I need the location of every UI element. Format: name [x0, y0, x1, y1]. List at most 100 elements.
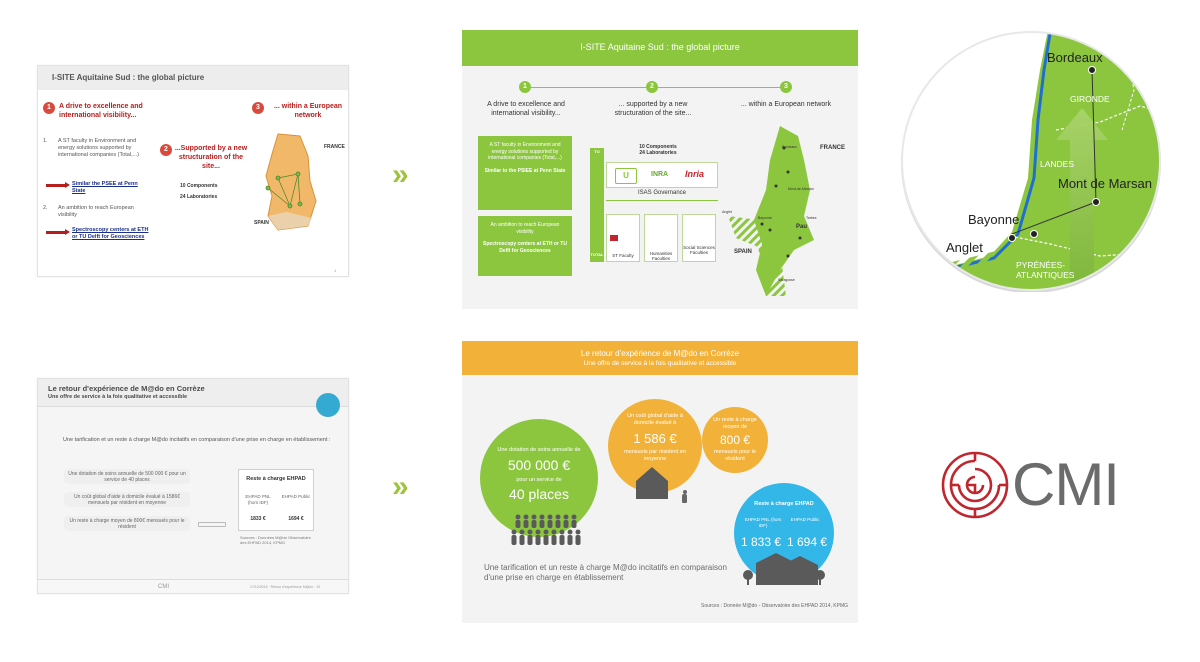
city-label-montdemarsan: Mont-de-Marsan: [788, 187, 814, 191]
endowment-bubble: Une dotation de soins annuelle de 500 00…: [480, 419, 598, 537]
before-slide-global-picture: I-SITE Aquitaine Sud : the global pictur…: [37, 65, 349, 277]
city-label-anglet: Anglet: [722, 210, 732, 214]
slide-subtitle: Une offre de service à la fois qualitati…: [48, 394, 188, 400]
page-number: 1: [334, 268, 337, 273]
ambition-box-text: An ambition to reach European visibility: [490, 222, 560, 235]
item-text-1: A ST faculty in Environment and energy s…: [58, 138, 140, 158]
country-label-spain: SPAIN: [254, 220, 269, 226]
inria-logo: Inria: [685, 169, 705, 179]
item-text-2: An ambition to reach European visibility: [58, 205, 134, 218]
ehpad-col-public: EHPAD Public: [790, 517, 820, 522]
map-label-gironde: GIRONDE: [1070, 94, 1110, 104]
step-badge-2: 2: [160, 144, 172, 156]
inra-logo: INRA: [651, 171, 669, 178]
link-psee[interactable]: Similar the PSEE at Penn State: [72, 181, 138, 194]
map-label-pyrenees: PYRÉNÉES-: [1016, 260, 1065, 270]
step-badge-2: 2: [646, 81, 658, 93]
remaining-charge-label: Un reste à charge moyen de: [713, 417, 757, 430]
step-badge-1: 1: [43, 102, 55, 114]
cmi-wordmark: CMI: [1012, 451, 1120, 518]
slide-title: I-SITE Aquitaine Sud : the global pictur…: [52, 73, 205, 82]
point-remaining-charge: Un reste à charge moyen de 800€ mensuels…: [64, 516, 190, 531]
table-value-pnl: 1833 €: [250, 516, 266, 522]
label-total: TOTAL: [590, 252, 604, 257]
ehpad-value-public: 1 694 €: [786, 535, 828, 549]
global-cost-label: Un coût global d'aide à domicile évalué …: [627, 413, 683, 426]
humanities-label: Humanities Faculties: [649, 251, 673, 261]
point-global-cost: Un coût global d'aide à domicile évalué …: [64, 492, 190, 507]
label-to: TO: [594, 149, 600, 154]
slide-footer: CMI 17/12/2015 · Retour d'expérience M@d…: [38, 579, 348, 593]
chevron-right-icon: »: [392, 158, 408, 191]
social-sciences-label: Social Sciences Faculties: [683, 245, 715, 255]
remaining-charge-tail: mensuels pour le résident: [714, 449, 756, 462]
point-endowment: Une dotation de soins annuelle de 500 00…: [64, 469, 190, 484]
source-note: Sources : Donnée M@do - Observatoire des…: [701, 603, 848, 609]
footer-text: 17/12/2015 · Retour d'expérience M@do · …: [250, 585, 321, 589]
caption-text: Une tarification et un reste à charge M@…: [484, 563, 727, 582]
table-header: Reste à charge EHPAD: [246, 476, 306, 482]
house-icon: [636, 467, 668, 499]
slide-header: Le retour d'expérience de M@do en Corrèz…: [38, 379, 348, 417]
city-label-tarbes: Tarbes: [806, 216, 817, 220]
country-label-spain: SPAIN: [734, 249, 752, 255]
st-faculty-box: ST Faculty: [606, 214, 640, 262]
double-arrow-icon: [198, 522, 226, 527]
step-heading-3: ... within a European network: [273, 103, 343, 119]
labs-count: 24 Laboratories: [180, 194, 218, 200]
table-col-public: EHPAD Public: [281, 494, 311, 499]
map-label-landes: LANDES: [1040, 159, 1074, 169]
step-label-1: A drive to excellence and international …: [487, 101, 565, 117]
after-slide-global-picture: I-SITE Aquitaine Sud : the global pictur…: [462, 30, 858, 309]
ambition-box: An ambition to reach European visibility…: [478, 216, 572, 276]
city-label-pau: Pau: [796, 224, 808, 230]
step-heading-2: ...Supported by a new structuration of t…: [174, 145, 248, 170]
map-label-bayonne: Bayonne: [968, 212, 1019, 227]
step-label-2: ... supported by a new structuration of …: [614, 101, 692, 117]
person-icon: [682, 490, 687, 503]
country-label-france: FRANCE: [324, 144, 345, 150]
step-badge-3: 3: [252, 102, 264, 114]
humanities-box: Humanities Faculties: [644, 214, 678, 262]
total-logo-icon: [610, 235, 618, 241]
table-col-pnl: EHPAD PNL (hors IDF): [245, 494, 271, 505]
map-label-montdemarsan: Mont de Marsan: [1058, 176, 1152, 191]
endowment-amount: 500 000 €: [507, 457, 571, 473]
map-label-anglet: Anglet: [946, 240, 983, 255]
slide-header: I-SITE Aquitaine Sud : the global pictur…: [38, 66, 348, 90]
map-label-atlantiques: ATLANTIQUES: [1016, 270, 1075, 280]
governance-line: [606, 200, 718, 201]
step-heading-1: A drive to excellence and international …: [59, 103, 143, 119]
arrow-icon: [46, 229, 70, 235]
ehpad-building-icon: [743, 553, 825, 585]
st-faculty-label: ST Faculty: [612, 253, 634, 258]
city-label-saragosse: Saragosse: [778, 278, 795, 282]
labyrinth-icon: [941, 451, 1009, 519]
endowment-mid: pour un service de: [516, 477, 562, 483]
table-value-public: 1694 €: [288, 516, 304, 522]
slide-title: Le retour d'expérience de M@do en Corrèz…: [580, 349, 740, 358]
slide-header-band: I-SITE Aquitaine Sud : the global pictur…: [462, 30, 858, 66]
aquitaine-green-map-icon: [728, 126, 814, 296]
city-label-bordeaux: Bordeaux: [782, 145, 797, 149]
ehpad-head: Reste à charge EHPAD: [754, 501, 814, 507]
governance-label: ISAS Governance: [637, 190, 687, 196]
labs-count: 24 Laboratories: [639, 150, 677, 156]
before-slide-mado: Le retour d'expérience de M@do en Corrèz…: [37, 378, 349, 594]
components-count: 10 Components: [639, 144, 677, 150]
remaining-charge-amount: 800 €: [719, 433, 751, 447]
to-total-bar: [590, 148, 604, 262]
crowd-icon: [511, 514, 581, 545]
city-label-bayonne: Bayonne: [758, 216, 772, 220]
step-badge-3: 3: [780, 81, 792, 93]
aquitaine-map-icon: [265, 133, 317, 231]
map-label-bordeaux: Bordeaux: [1047, 50, 1103, 65]
link-spectroscopy[interactable]: Spectroscopy centers at ETH or TU Delft …: [72, 227, 149, 240]
faculty-box-text: A ST faculty in Environment and energy s…: [488, 142, 562, 161]
endowment-places: 40 places: [509, 486, 569, 502]
ehpad-col-pnl: EHPAD PNL (hors IDF): [744, 517, 782, 528]
intro-text: Une tarification et un reste à charge M@…: [63, 437, 331, 443]
item-number-2: 2.: [43, 205, 48, 211]
chevron-right-icon: »: [392, 470, 408, 503]
global-cost-tail: mensuels par résident en moyenne: [624, 449, 686, 462]
